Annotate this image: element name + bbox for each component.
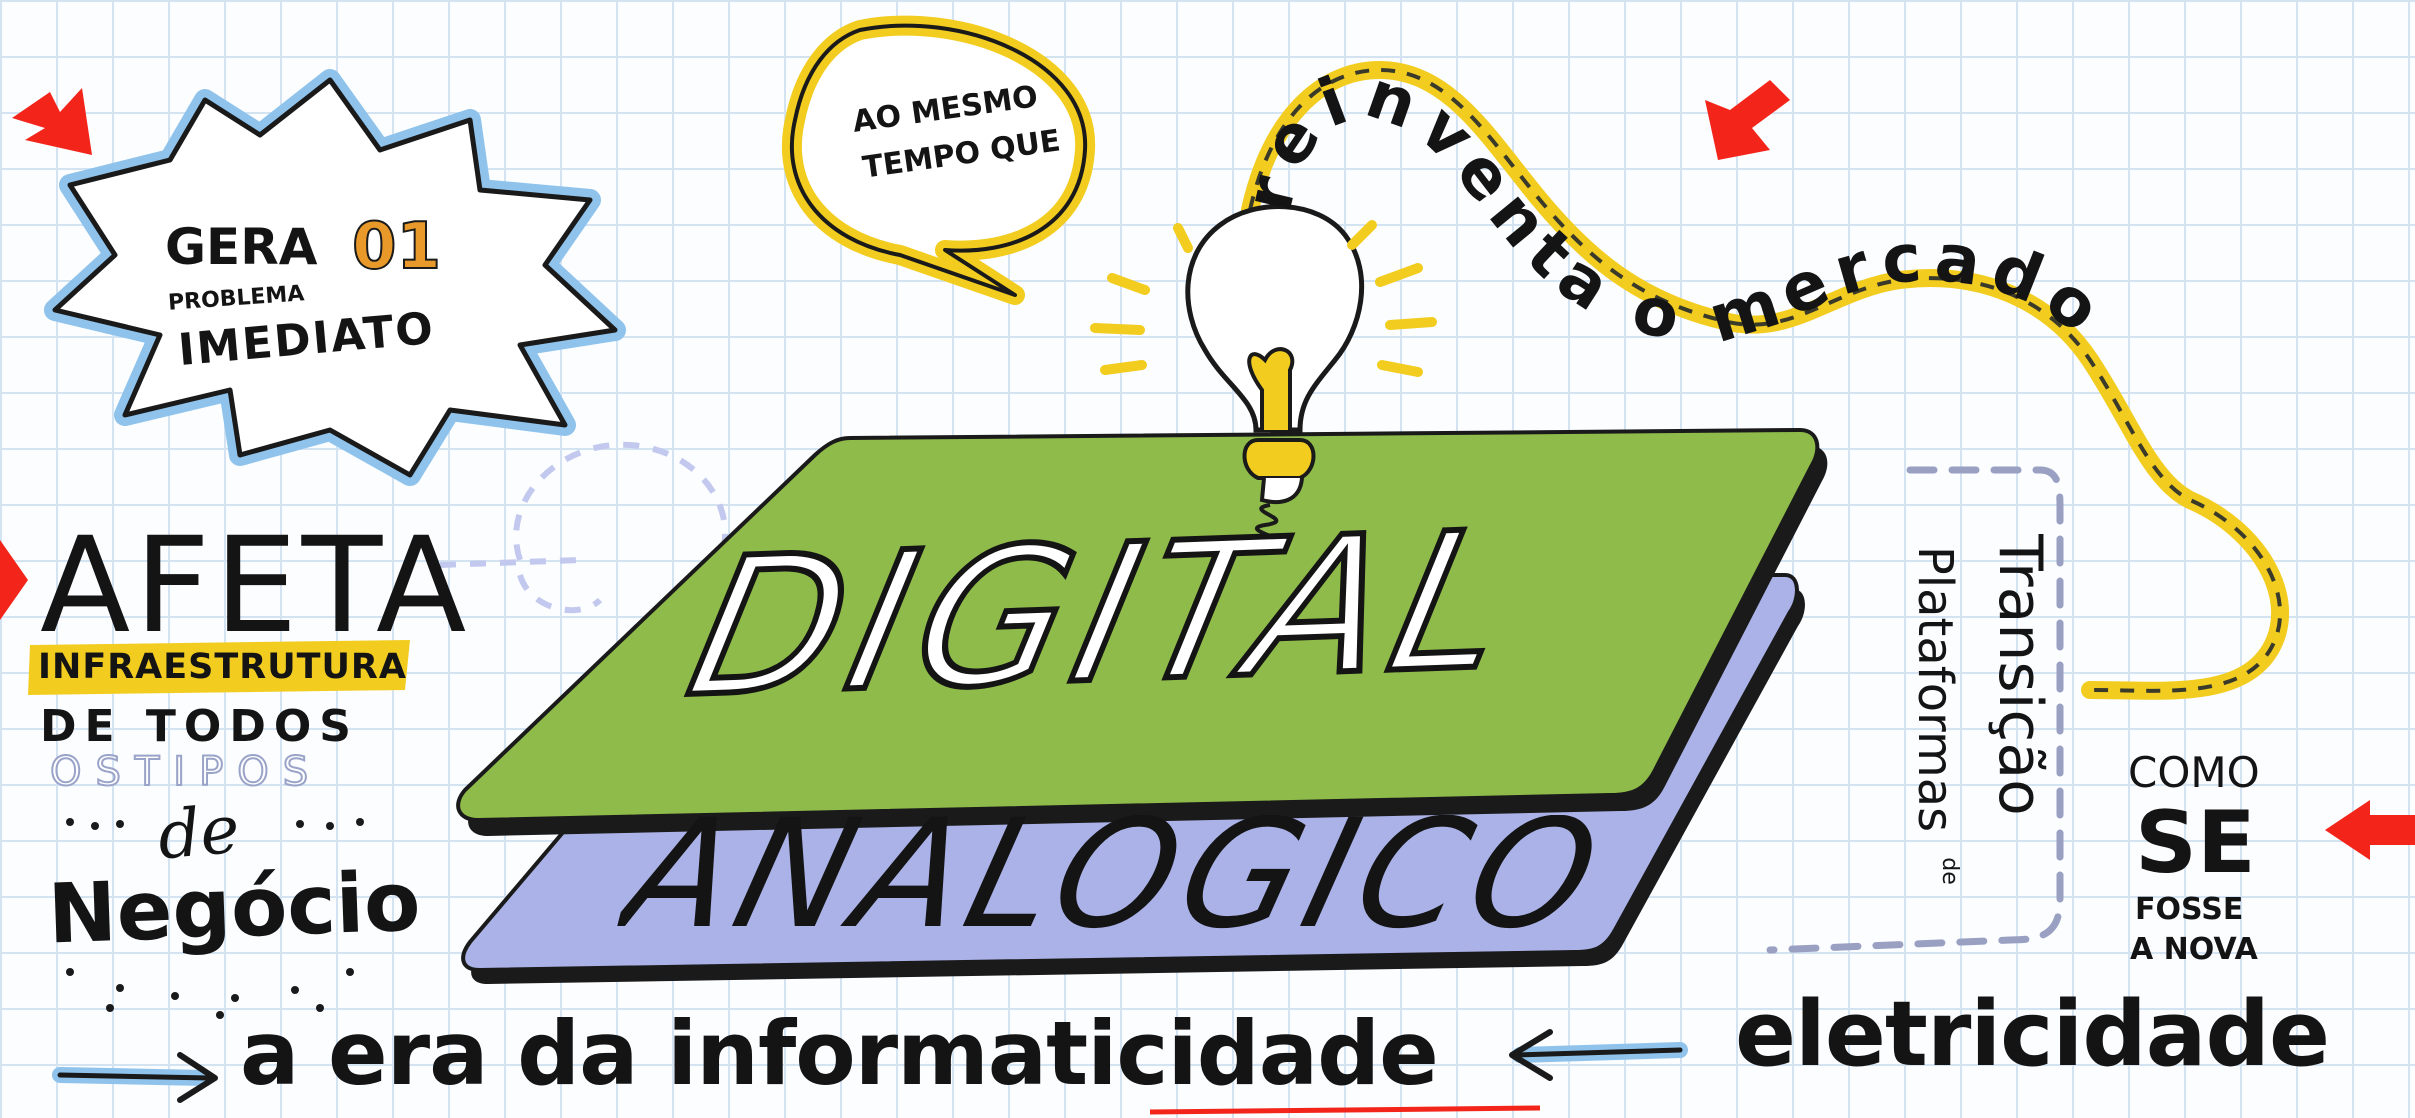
era-informaticidade-label: a era da informaticidade [240,1002,1439,1105]
dashed-bracket [1766,466,2064,954]
dashed-circle-sketch [439,441,729,614]
lightbulb-icon [1090,204,1437,547]
a-nova-label: A NOVA [2130,932,2258,967]
left-arrow-icon [1509,1029,1688,1081]
starburst-number: 01 [351,210,442,284]
como-label: COMO [2128,748,2260,797]
plataformas-text: Plataformas [1907,545,1963,833]
de-todos-label: DE TODOS [40,701,359,752]
negocio-label: Negócio [46,854,422,963]
digital-layer [456,427,1828,836]
infra-label: INFRAESTRUTURA [38,647,407,687]
red-arrow-top-right-icon [1705,80,1790,160]
red-underline [1149,1105,1541,1115]
dotted-decoration [66,818,364,1019]
starburst-badge [44,69,626,486]
fosse-label: FOSSE [2135,892,2244,927]
infra-highlight [28,640,410,695]
red-arrow-top-left-icon [12,88,92,155]
analog-label: ANALÓGICO [615,815,1615,935]
wave-text: reinventa o mercado [1230,56,2123,358]
red-arrow-right-icon [2325,800,2415,860]
digital-label: DIGITAL [670,487,1540,742]
afeta-title: AFETA [40,509,471,663]
speech-bubble [781,15,1096,305]
right-arrow-icon [52,1052,218,1103]
red-arrow-left-edge-icon [0,540,28,620]
se-label: SE [2135,793,2256,893]
transicao-text: Transição [1985,534,2055,816]
os-tipos-label: OSTIPOS [49,749,323,795]
de-label: de [154,790,243,875]
starburst-gera: GERA [165,218,318,276]
eletricidade-label: eletricidade [1735,982,2330,1087]
wave-line [1241,60,2289,700]
